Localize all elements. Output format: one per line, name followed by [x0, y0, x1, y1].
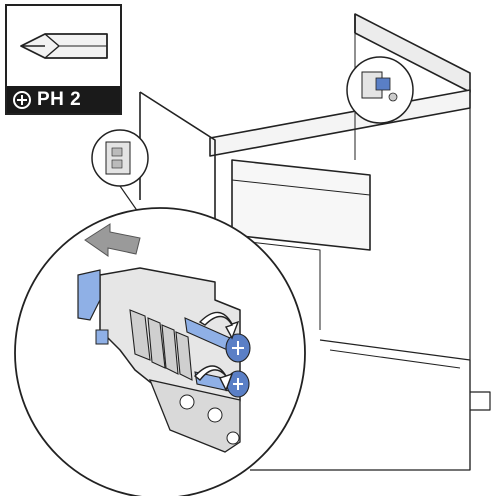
- cabinet: [139, 13, 491, 471]
- bit-label: PH 2: [7, 86, 120, 113]
- phillips-plus-icon: [13, 90, 31, 109]
- tool-callout: PH 2: [5, 4, 122, 115]
- rotation-arrow-icon: [198, 311, 240, 340]
- screw-upper: [184, 317, 251, 363]
- detail-callout-top: [346, 56, 414, 124]
- bit-type-text: PH 2: [37, 88, 82, 110]
- screwdriver-bit-icon: [20, 33, 108, 59]
- detail-callout-left: [91, 129, 149, 187]
- rotation-arrow-icon: [193, 365, 234, 392]
- magnified-detail: [14, 207, 306, 496]
- push-arrow-icon: [84, 223, 141, 257]
